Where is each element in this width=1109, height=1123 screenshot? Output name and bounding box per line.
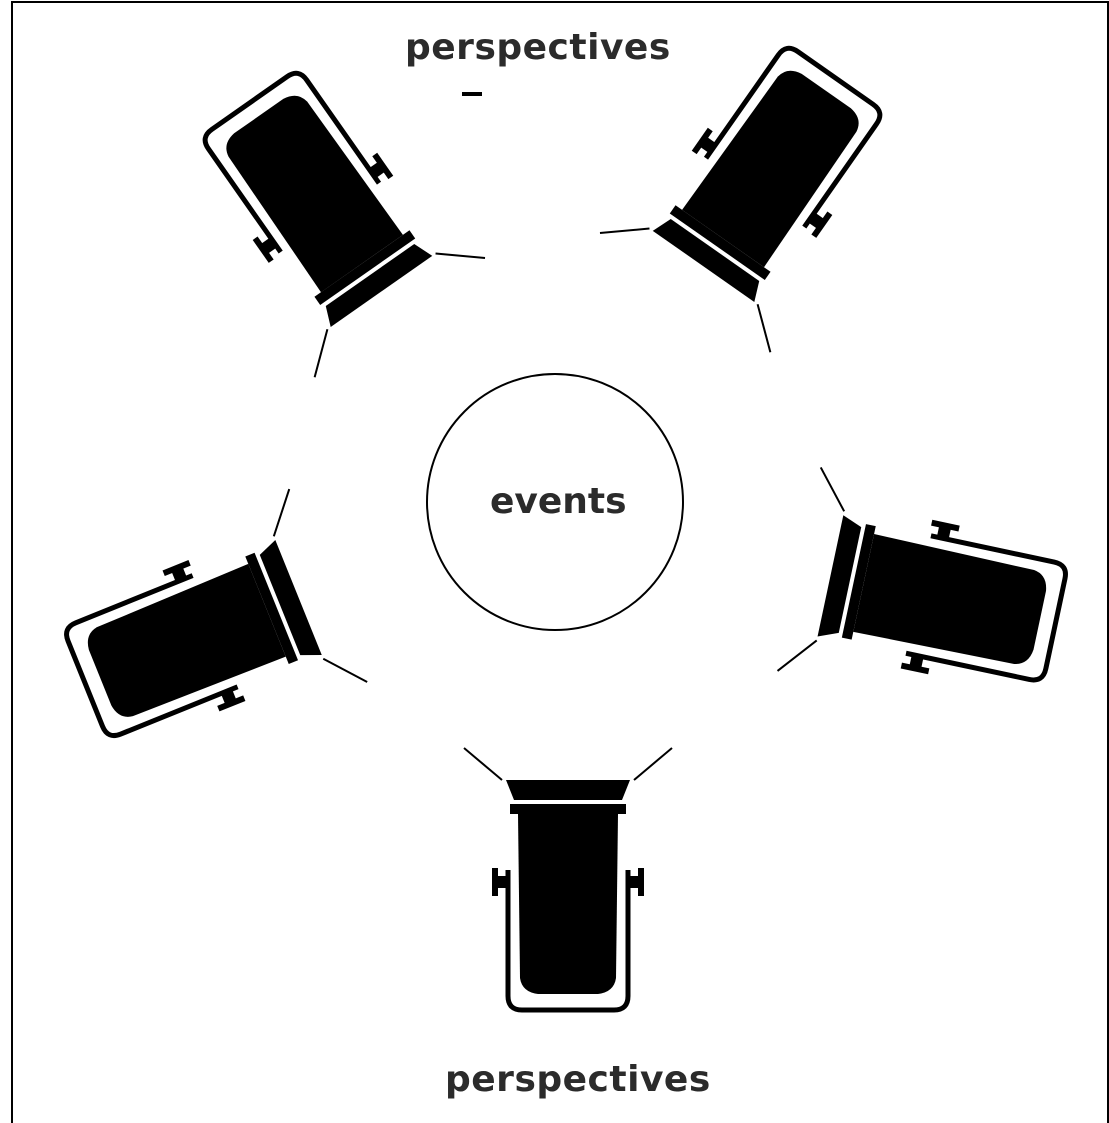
events-label: events [490, 481, 627, 522]
events-circle [426, 373, 684, 631]
spotlight-icon [464, 748, 672, 1010]
title-top: perspectives [405, 27, 671, 68]
spotlight-top-left [164, 43, 485, 377]
frame-left-border [11, 1, 13, 1123]
spotlight-bottom [464, 748, 672, 1010]
frame-top-border [11, 1, 1109, 3]
spotlight-icon [778, 467, 1078, 725]
tick-mark [462, 92, 482, 96]
spotlight-left [46, 489, 367, 780]
spotlight-icon [164, 43, 485, 377]
spotlight-icon [46, 489, 367, 780]
title-bottom: perspectives [445, 1059, 711, 1100]
frame-right-border [1107, 1, 1109, 1123]
spotlight-icon [600, 18, 921, 352]
spotlight-top-right [600, 18, 921, 352]
spotlight-right [778, 467, 1078, 725]
